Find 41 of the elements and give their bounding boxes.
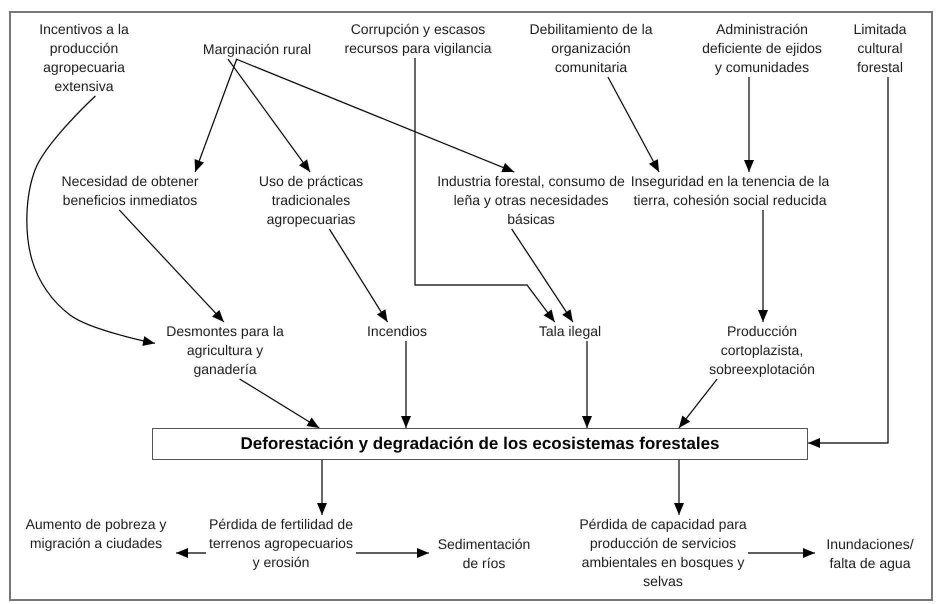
flow-text: Desmontes para la agricultura y ganadería bbox=[155, 322, 295, 379]
flow-text: Inundaciones/ falta de agua bbox=[815, 535, 925, 573]
arrow bbox=[227, 58, 311, 172]
arrow bbox=[176, 548, 206, 558]
flow-text: Corrupción y escasos recursos para vigilancia bbox=[343, 20, 493, 58]
arrow bbox=[678, 378, 718, 428]
arrow bbox=[328, 228, 388, 322]
flow-text: Inseguridad en la tenencia de la tierra, cohesión social reducida bbox=[630, 172, 830, 210]
arrow bbox=[674, 460, 684, 515]
arrow bbox=[26, 96, 156, 346]
flow-text: Incentivos a la producción agropecuaria extensiva bbox=[14, 20, 154, 96]
arrow bbox=[414, 58, 556, 322]
flow-text: Pérdida de capacidad para producción de servicios ambientales en bosques y selvas bbox=[578, 515, 748, 591]
arrow bbox=[356, 548, 429, 558]
arrow bbox=[758, 210, 768, 322]
central-effect-box: Deforestación y degradación de los ecosistemas forestales bbox=[152, 428, 808, 460]
flow-text: Uso de prácticas tradicionales agropecuarias bbox=[241, 172, 381, 229]
arrow bbox=[582, 341, 592, 428]
arrow bbox=[118, 210, 224, 322]
flow-text: Debilitamiento de la organización comunitaria bbox=[516, 20, 666, 77]
arrow bbox=[808, 77, 889, 448]
flow-text: Pérdida de fertilidad de terrenos agropecuarios y erosión bbox=[206, 515, 356, 572]
arrow bbox=[194, 58, 238, 172]
arrow bbox=[511, 228, 574, 322]
arrow bbox=[401, 341, 411, 428]
flow-text: Marginación rural bbox=[192, 40, 322, 59]
arrow bbox=[607, 76, 660, 172]
flow-text: Aumento de pobreza y migración a ciudades bbox=[16, 515, 176, 553]
flow-text: Incendios bbox=[352, 322, 442, 341]
flow-text: Producción cortoplazista, sobreexplotación bbox=[692, 322, 832, 379]
flow-text: Necesidad de obtener beneficios inmediatos bbox=[40, 172, 220, 210]
arrow bbox=[744, 77, 754, 172]
flow-text: Tala ilegal bbox=[525, 322, 615, 341]
flow-text: Administración deficiente de ejidos y comunidades bbox=[697, 20, 827, 77]
arrow bbox=[317, 460, 327, 515]
flow-text: Limitada cultural forestal bbox=[840, 20, 920, 77]
arrow bbox=[236, 58, 514, 173]
arrow bbox=[239, 378, 320, 429]
arrow bbox=[748, 548, 815, 558]
flow-text: Industria forestal, consumo de leña y otras necesidades básicas bbox=[436, 172, 626, 229]
flow-text: Sedimentación de ríos bbox=[429, 535, 539, 573]
